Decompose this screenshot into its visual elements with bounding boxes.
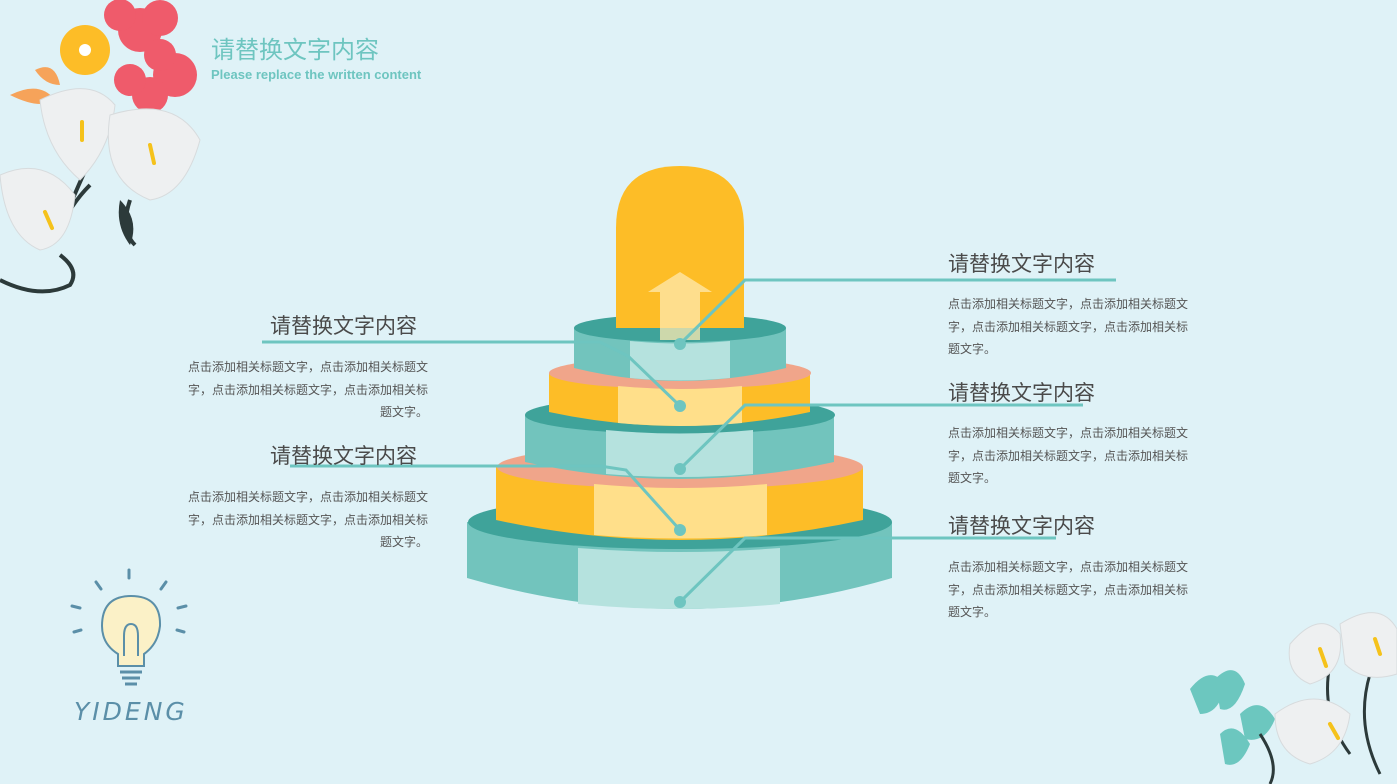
white-lilies [1274, 612, 1397, 765]
item-body-2: 点击添加相关标题文字，点击添加相关标题文字，点击添加相关标题文字，点击添加相关标… [188, 360, 429, 419]
leaf [118, 200, 134, 245]
flower-decoration-top-left [0, 0, 201, 294]
lightbulb-icon [70, 568, 188, 686]
connector-lines [262, 278, 1116, 604]
item-body-4: 点击添加相关标题文字，点击添加相关标题文字，点击添加相关标题文字，点击添加相关标… [188, 490, 429, 549]
item-title-2: 请替换文字内容 [270, 314, 417, 338]
item-title-1: 请替换文字内容 [948, 252, 1095, 276]
up-arrow [648, 272, 712, 340]
page-subtitle: Please replace the written content [211, 67, 422, 82]
teal-buds [1190, 670, 1275, 765]
orange-petals [10, 67, 60, 104]
red-flowers [104, 0, 197, 113]
dome [616, 166, 744, 328]
page-title: 请替换文字内容 [211, 36, 379, 64]
item-title-5: 请替换文字内容 [948, 514, 1095, 538]
tier-5 [467, 495, 892, 609]
item-title-4: 请替换文字内容 [270, 444, 417, 468]
connector-dots [674, 338, 686, 608]
brand-name: YIDENG [74, 697, 188, 726]
item-body-5: 点击添加相关标题文字，点击添加相关标题文字，点击添加相关标题文字，点击添加相关标… [948, 560, 1189, 619]
item-title-3: 请替换文字内容 [948, 381, 1095, 405]
item-body-1: 点击添加相关标题文字，点击添加相关标题文字，点击添加相关标题文字，点击添加相关标… [948, 297, 1189, 356]
flower-decoration-bottom-right [1190, 612, 1397, 784]
calla-lilies [0, 88, 201, 251]
lily-stamens [43, 120, 156, 230]
item-body-3: 点击添加相关标题文字，点击添加相关标题文字，点击添加相关标题文字，点击添加相关标… [948, 426, 1189, 485]
yellow-flower [60, 25, 110, 75]
